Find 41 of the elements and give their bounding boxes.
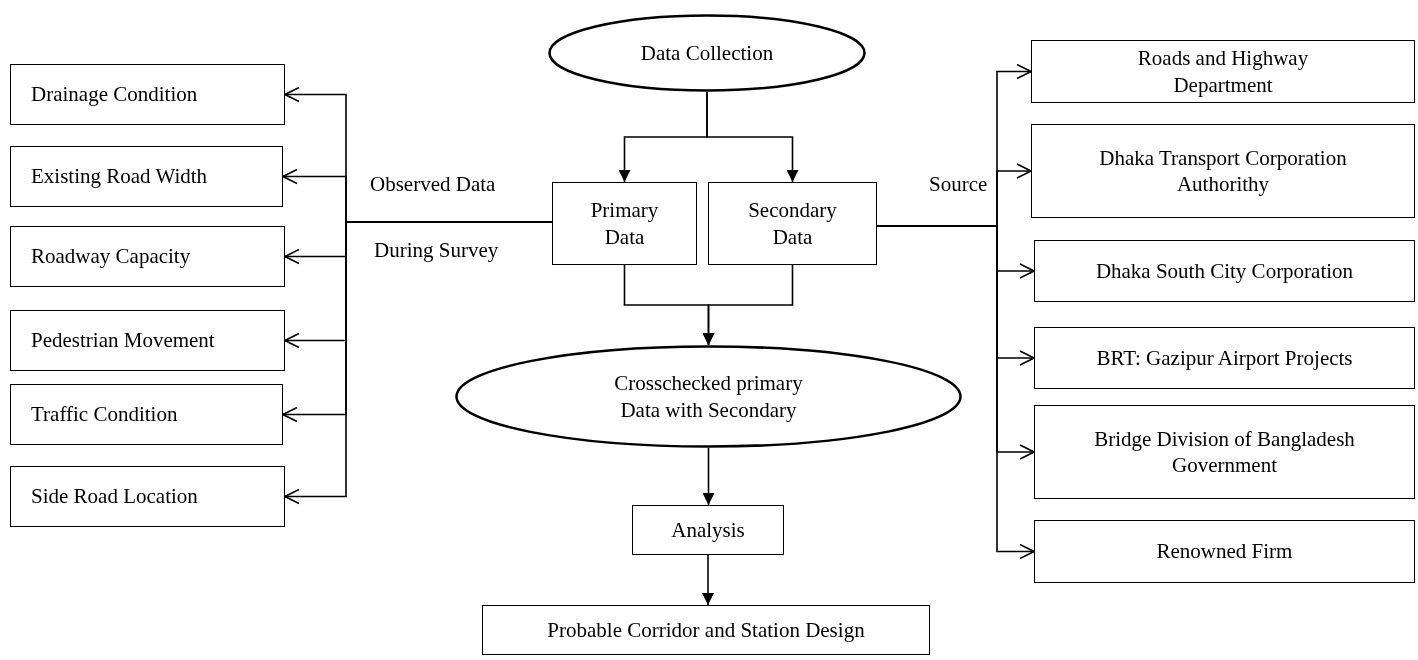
node-label: Existing Road Width — [31, 163, 208, 190]
node-label: BRT: Gazipur Airport Projects — [1096, 344, 1353, 372]
annotation-text: Observed Data — [370, 172, 496, 198]
node-label: Side Road Location — [31, 483, 198, 510]
node-label: Probable Corridor and Station Design — [547, 616, 865, 644]
node-label: Dhaka Transport Corporation Authorithy — [1098, 144, 1348, 198]
node-label: Data Collection — [640, 39, 774, 67]
process-box — [10, 226, 285, 287]
process-box — [1031, 40, 1415, 103]
process-box — [1031, 124, 1415, 218]
process-box — [552, 182, 697, 265]
arrow — [702, 264, 794, 346]
node-label: Dhaka South City Corporation — [1095, 257, 1354, 285]
node-label: Renowned Firm — [1156, 538, 1293, 565]
annotation-text: Source — [929, 172, 988, 198]
node-label: Bridge Division of Bangladesh Government — [1093, 425, 1356, 479]
process-box — [482, 605, 930, 655]
process-box — [632, 505, 784, 555]
node-label: Traffic Condition — [31, 401, 178, 428]
process-box — [708, 182, 877, 265]
process-box — [10, 146, 283, 207]
process-box — [1034, 327, 1415, 389]
process-box — [10, 64, 285, 125]
process-box — [1034, 240, 1415, 302]
process-box — [10, 466, 285, 527]
node-label: Crosschecked primary Data with Secondary — [613, 370, 804, 423]
node-label: Primary Data — [589, 197, 660, 250]
node-label: Roadway Capacity — [31, 243, 191, 270]
arrow — [706, 91, 799, 183]
node-label: Roads and Highway Department — [1136, 45, 1310, 98]
arrow — [702, 447, 715, 506]
process-box — [10, 384, 283, 445]
process-box — [1034, 405, 1415, 499]
node-label: Analysis — [671, 516, 745, 544]
node-label: Secondary Data — [747, 197, 838, 250]
process-box — [1034, 520, 1415, 583]
node-label: Drainage Condition — [31, 81, 198, 108]
process-box — [10, 310, 285, 371]
arrow — [702, 554, 714, 606]
annotation-text: During Survey — [374, 238, 499, 264]
node-label: Pedestrian Movement — [31, 327, 215, 354]
